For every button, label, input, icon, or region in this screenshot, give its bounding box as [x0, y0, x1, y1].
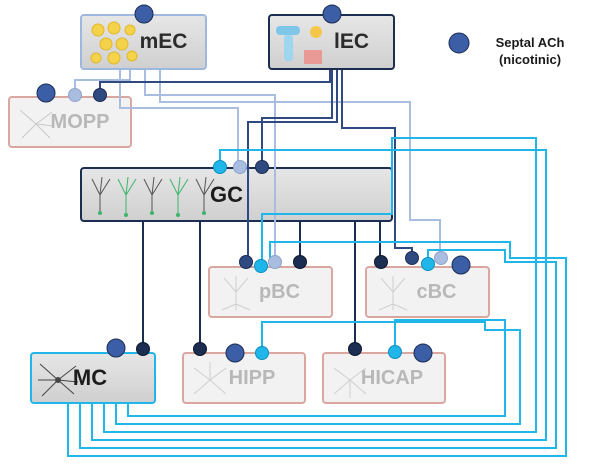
synapse-mec-cbc: [434, 251, 448, 265]
basket-cell-icon: [378, 276, 408, 311]
legend-line-2: (nicotinic): [498, 52, 562, 67]
granule-cells-icon: [91, 176, 215, 217]
septal-ach-dot: [134, 4, 154, 24]
mossy-cell-icon: [38, 363, 79, 397]
node-label: HIPP: [228, 366, 276, 389]
synapse-gc-hicap: [348, 342, 362, 356]
node-hicap: HICAP: [322, 352, 446, 404]
node-label: HICAP: [360, 366, 424, 389]
node-label: MC: [72, 365, 108, 390]
synapse-mc-cbc: [421, 257, 435, 271]
hipp-cell-icon: [193, 362, 227, 395]
node-label: MOPP: [50, 110, 110, 133]
synapse-mc-hicap: [388, 345, 402, 359]
grid-cell-icon: [90, 21, 138, 65]
synapse-lec-pbc: [239, 255, 253, 269]
synapse-gc-pbc: [293, 255, 307, 269]
node-cbc: cBC: [365, 266, 490, 318]
synapse-lec-mopp: [93, 88, 107, 102]
object-cue-icon: [276, 26, 322, 64]
septal-ach-dot: [106, 338, 126, 358]
synapse-mc-pbc: [254, 259, 268, 273]
synapse-mec-gc: [233, 160, 247, 174]
septal-ach-dot: [36, 83, 56, 103]
synapse-lec-gc: [255, 160, 269, 174]
septal-ach-dot-icon: [448, 32, 470, 54]
synapse-mc-gc: [213, 160, 227, 174]
septal-ach-dot: [413, 343, 433, 363]
synapse-gc-mc: [136, 342, 150, 356]
node-label: mEC: [139, 30, 188, 53]
synapse-dots: [36, 4, 471, 363]
synapse-mec-pbc: [268, 255, 282, 269]
mc-projections: [67, 137, 567, 457]
neuron-icon: [19, 109, 55, 139]
legend: Septal ACh (nicotinic): [470, 34, 590, 68]
septal-ach-dot: [225, 343, 245, 363]
septal-ach-dot: [322, 4, 342, 24]
node-label: lEC: [333, 30, 369, 53]
synapse-mc-hipp: [255, 346, 269, 360]
synapse-gc-cbc: [374, 255, 388, 269]
hicap-cell-icon: [333, 367, 367, 398]
legend-line-1: Septal ACh: [495, 35, 565, 50]
basket-cell-icon: [221, 276, 251, 311]
node-label: GC: [210, 181, 243, 207]
synapse-mec-mopp: [68, 88, 82, 102]
synapse-lec-cbc: [405, 251, 419, 265]
lec-projections: [99, 70, 413, 258]
septal-ach-dot: [451, 255, 471, 275]
synapse-gc-hipp: [193, 342, 207, 356]
node-label: cBC: [416, 280, 457, 303]
node-gc: GC: [80, 167, 393, 222]
node-label: pBC: [258, 280, 301, 303]
